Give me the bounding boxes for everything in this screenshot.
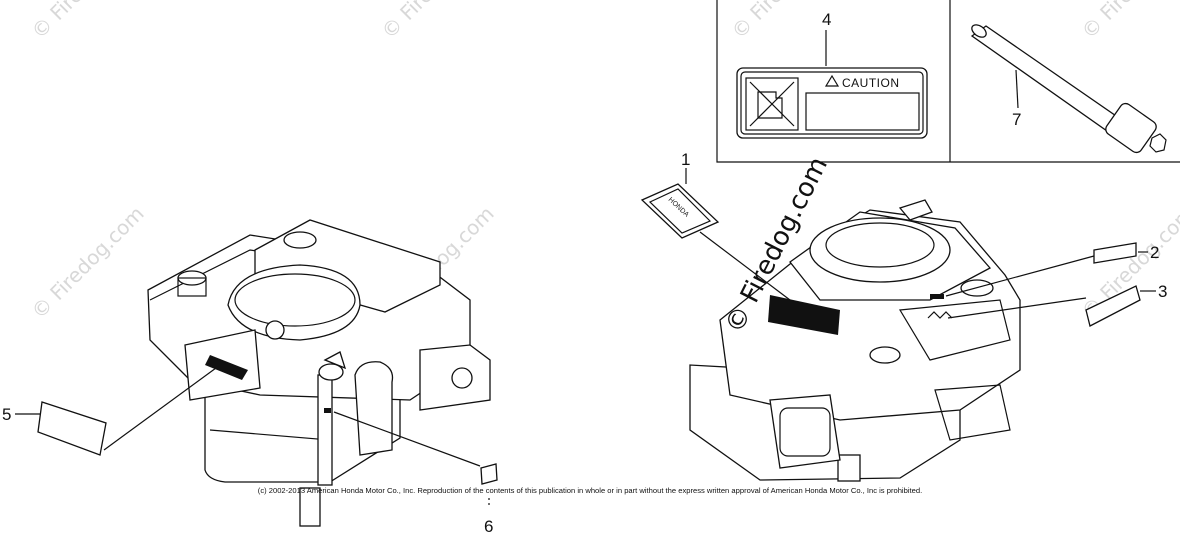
wrench-end [971, 24, 987, 38]
label-sticker-5 [37, 401, 107, 456]
watermark-text: © Firedog.com [27, 0, 149, 44]
inset-border [716, 0, 1180, 163]
left-dipstick-tube [317, 374, 333, 486]
caution-text: CAUTION [842, 76, 900, 90]
callout-6: 6 [484, 517, 493, 536]
prohibit-slash-icon [749, 81, 795, 127]
callout-7: 7 [1012, 110, 1021, 129]
watermark-text: © Firedog.com [377, 0, 499, 44]
right-starter-dome [809, 217, 951, 283]
leader-line-7 [1015, 69, 1019, 109]
left-engine [147, 219, 491, 527]
part-6-label [333, 411, 498, 506]
label-sticker-6 [480, 463, 498, 485]
spark-plug-wrench-part [970, 24, 1167, 154]
left-fuel-cap [283, 231, 317, 249]
right-side-cover [934, 384, 1011, 441]
caution-text-area [805, 92, 920, 131]
left-oil-cap-body [177, 277, 207, 297]
hex-socket-icon [1149, 133, 1167, 153]
leader-line-5b [103, 367, 217, 451]
right-engine [689, 199, 1021, 482]
label-sticker-3 [1085, 285, 1141, 327]
callout-1: 1 [681, 150, 690, 169]
leader-line-2b [945, 255, 1095, 297]
right-side-panel [898, 299, 1011, 361]
leader-line-3b [947, 297, 1087, 319]
watermark-text: © Firedog.com [1077, 0, 1180, 44]
left-dipstick-cap [318, 363, 344, 381]
caution-label-outline [736, 67, 928, 139]
caution-label-inner [740, 71, 924, 135]
leader-line-6 [333, 411, 481, 467]
label-sticker-2 [1093, 242, 1137, 264]
left-air-cleaner-rim [234, 273, 356, 327]
left-side-plug [451, 367, 473, 389]
caution-label-part: CAUTION [736, 67, 928, 139]
left-dipstick-label-mark [324, 408, 331, 413]
part-3-label [947, 285, 1156, 327]
honda-label-inner [648, 188, 712, 234]
copyright-notice: (c) 2002-2013 American Honda Motor Co., … [257, 486, 923, 495]
left-engine-shaft [299, 487, 321, 527]
callout-5: 5 [2, 405, 11, 424]
right-engine-black-label [768, 295, 840, 335]
callout-4: 4 [822, 10, 831, 29]
inset-box: CAUTION 4 7 [716, 0, 1180, 163]
left-engine-black-label [205, 355, 248, 380]
right-logo-mark [927, 311, 953, 319]
right-engine-shaft [837, 454, 861, 482]
right-air-cleaner [769, 394, 841, 469]
watermark-text: © Firedog.com [27, 201, 149, 323]
right-starter-handle [898, 199, 933, 221]
part-2-label [945, 242, 1148, 297]
callout-2: 2 [1150, 243, 1159, 262]
left-dipstick-handle [323, 351, 347, 370]
wrench-socket [1105, 102, 1157, 154]
callout-3: 3 [1158, 282, 1167, 301]
right-oil-cap [869, 346, 901, 364]
warning-triangle-icon [824, 74, 840, 87]
right-small-label-mark [930, 294, 944, 299]
left-muffler [354, 361, 394, 456]
warning-pictogram [745, 77, 799, 131]
part-1-label: HONDA [640, 168, 791, 301]
leader-line-1b [699, 231, 791, 301]
right-starter-rim [825, 222, 935, 268]
left-cleaner-knob [265, 320, 285, 340]
right-air-cleaner-face [779, 407, 831, 457]
part-5-label [15, 367, 217, 456]
